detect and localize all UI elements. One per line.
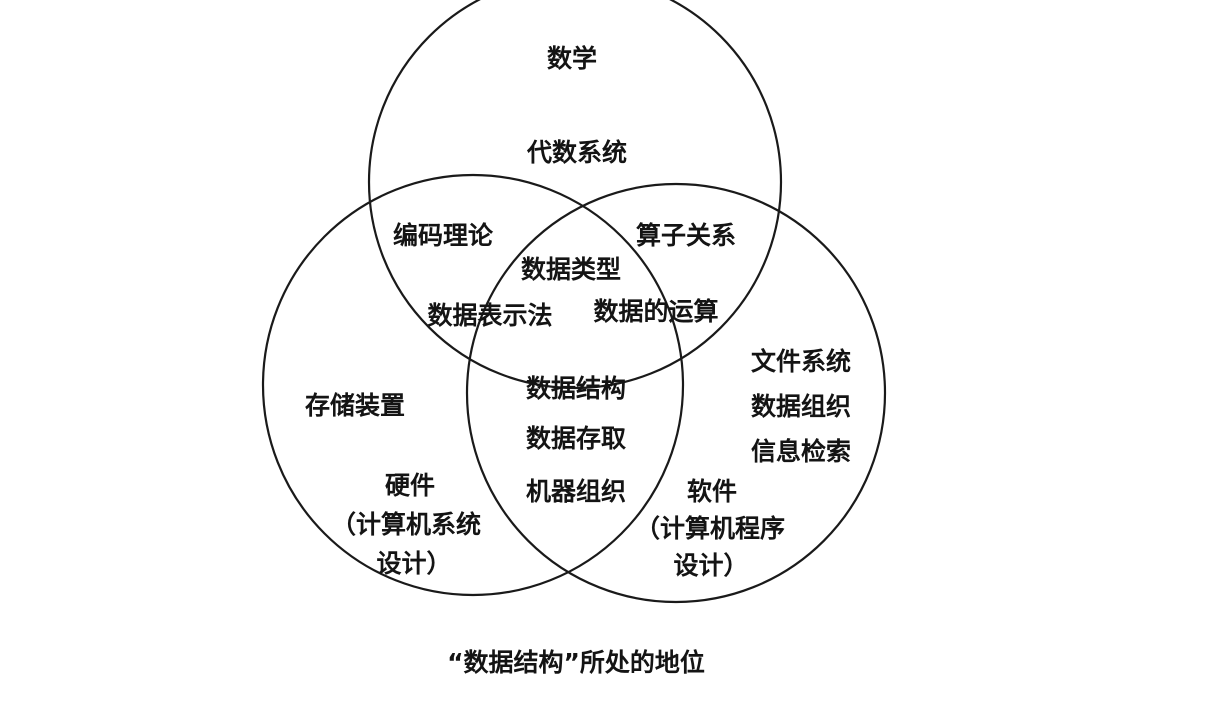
hardware-title-line-3: 设计）	[376, 549, 451, 578]
hardware-title-line-1: 硬件	[385, 471, 435, 500]
center-data-access: 数据存取	[526, 424, 626, 453]
hardware-title-line-2: （计算机系统	[331, 510, 481, 539]
overlap-coding-theory: 编码理论	[393, 221, 494, 250]
math-title: 数学	[547, 44, 597, 73]
software-title-line-2: （计算机程序	[635, 514, 785, 543]
software-data-organization: 数据组织	[751, 392, 851, 421]
software-title-line-1: 软件	[687, 477, 737, 506]
software-information-retrieval: 信息检索	[751, 437, 851, 466]
math-circle	[367, 0, 783, 390]
hardware-storage-devices: 存储装置	[305, 391, 405, 420]
software-circle	[465, 182, 887, 604]
upper-data-types: 数据类型	[521, 255, 621, 284]
software-file-systems: 文件系统	[751, 347, 851, 376]
upper-data-operations: 数据的运算	[593, 297, 718, 326]
center-data-structure: 数据结构	[526, 374, 626, 403]
center-machine-organization: 机器组织	[526, 477, 626, 506]
software-title-line-3: 设计）	[673, 551, 748, 580]
figure-caption: “数据结构”所处的地位	[447, 648, 705, 677]
overlap-operator-relation: 算子关系	[636, 221, 736, 250]
hardware-circle	[261, 173, 685, 597]
upper-data-representation: 数据表示法	[427, 301, 552, 330]
math-item-algebra: 代数系统	[526, 138, 627, 167]
